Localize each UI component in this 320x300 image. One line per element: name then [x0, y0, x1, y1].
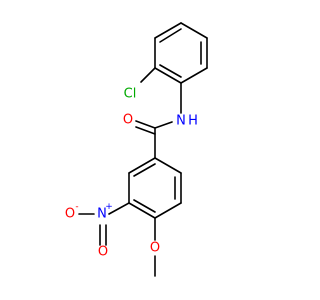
double-bond-inner	[159, 64, 182, 78]
bond	[154, 157, 182, 174]
c-nitro-bond	[108, 202, 130, 215]
methoxy-oxygen-label: O	[150, 241, 160, 256]
nitro-oxygen-left-charge: -	[75, 202, 78, 212]
double-bond-inner	[159, 28, 182, 43]
bond	[128, 157, 156, 174]
amide-nitrogen-label: N	[176, 114, 186, 129]
carbonyl-bond	[135, 120, 156, 129]
bond	[154, 22, 182, 39]
benzamide-ring	[128, 157, 182, 219]
n-c-bond	[154, 121, 173, 129]
chlorophenyl-ring	[154, 22, 208, 84]
carbonyl-bond-double	[135, 126, 156, 135]
c-cl-bond	[140, 67, 156, 83]
nitro-oxygen-bottom-label: O	[98, 245, 108, 260]
molecule-structure: Cl N H O N + O - O O	[65, 22, 208, 277]
bond	[154, 202, 182, 219]
carbonyl-oxygen-label: O	[123, 113, 133, 128]
bond	[128, 202, 156, 219]
nitro-oxygen-left-label: O	[65, 207, 75, 222]
double-bond-inner	[133, 199, 156, 213]
double-bond-inner	[133, 163, 156, 177]
bond	[180, 67, 208, 84]
chlorine-label: Cl	[124, 87, 137, 102]
nitro-nitrogen-label: N	[97, 207, 107, 222]
bond	[154, 67, 182, 84]
amide-hydrogen-label: H	[188, 114, 198, 129]
nitro-nitrogen-charge: +	[105, 202, 113, 212]
bond	[180, 22, 208, 39]
